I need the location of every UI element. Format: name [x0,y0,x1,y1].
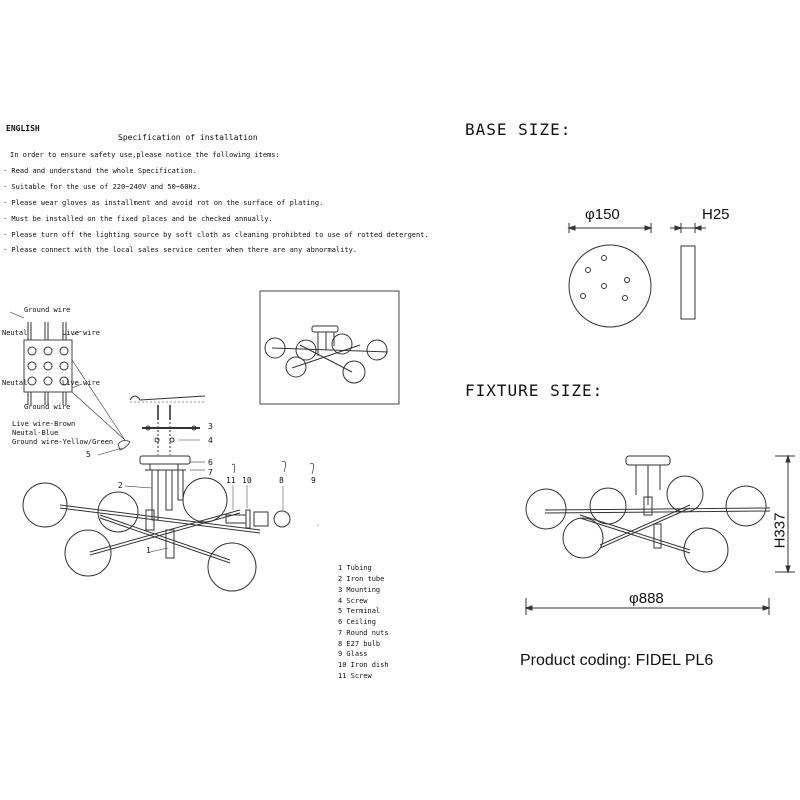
legend-item: 10 Iron dish [338,661,389,669]
callout-6: 6 [208,458,213,467]
legend-item: 7 Round nuts [338,629,389,637]
wire-color-neutral: Neutal-Blue [12,429,59,437]
rule-item: · Suitable for the use of 220~240V and 5… [3,183,202,191]
product-coding: Product coding: FIDEL PL6 [520,652,714,669]
rule-item: · Must be installed on the fixed places … [3,215,273,223]
callout-7: 7 [208,468,213,477]
callout-11: 11 [226,476,236,485]
base-diameter-label: φ150 [585,206,620,223]
legend-item: 2 Iron tube [338,575,385,583]
live-top-label: Live wire [62,329,100,337]
rule-item: · Please wear gloves as installment and … [3,199,324,207]
callout-1: 1 [146,546,151,555]
base-height-label: H25 [702,206,730,223]
callout-4: 4 [208,436,213,445]
fixture-diameter-label: φ888 [629,590,664,607]
legend-item: 3 Mounting [338,586,381,594]
neutral-bottom-label: Neutal [2,379,28,387]
ground-wire-bottom-label: Ground wire [24,403,71,411]
callout-10: 10 [242,476,252,485]
legend-item: 1 Tubing [338,564,372,572]
intro-text: In order to ensure safety use,please not… [10,151,280,159]
callout-5: 5 [86,450,91,459]
legend-item: 6 Ceiling [338,618,376,626]
exploded-mounting [22,395,319,592]
callout-3: 3 [208,422,213,431]
rule-item: · Read and understand the whole Specific… [3,167,197,175]
rule-item: · Please turn off the lighting source by… [3,231,429,239]
inset-fixture-view [259,290,400,405]
wire-color-live: Live wire-Brown [12,420,76,428]
terminal-block-diagram [9,311,126,441]
neutral-top-label: Neutal [2,329,28,337]
legend-item: 8 E27 bulb [338,640,381,648]
base-size-title: BASE SIZE: [465,120,572,139]
legend-item: 9 Glass [338,650,368,658]
fixture-size-title: FIXTURE SIZE: [465,381,604,400]
legend-item: 5 Terminal [338,607,381,615]
live-bottom-label: Live wire [62,379,100,387]
callout-2: 2 [118,481,123,490]
base-size-drawing [567,223,706,328]
language-heading: ENGLISH [6,124,40,133]
ground-wire-top-label: Ground wire [24,306,71,314]
callout-8: 8 [279,476,284,485]
fixture-height-label: H337 [771,512,789,549]
legend-item: 4 Screw [338,597,368,605]
legend-item: 11 Screw [338,672,372,680]
wire-color-ground: Ground wire-Yellow/Green [12,438,114,446]
callout-9: 9 [311,476,316,485]
spec-title: Specification of installation [118,133,258,142]
fixture-size-drawing [524,454,795,615]
rule-item: · Please connect with the local sales se… [3,246,358,254]
